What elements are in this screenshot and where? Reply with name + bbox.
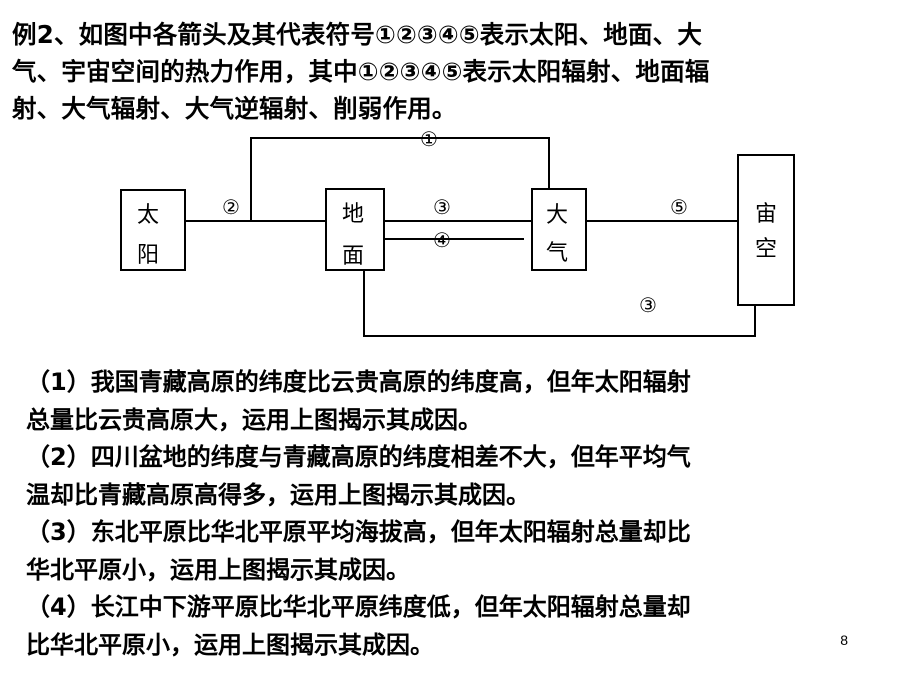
atmosphere-box [531,188,587,271]
question-line: 总量比云贵高原大，运用上图揭示其成因。 [26,405,482,434]
question-line: （1）我国青藏高原的纬度比云贵高原的纬度高，但年太阳辐射 [26,368,691,396]
intro-line: 例2、如图中各箭头及其代表符号①②③④⑤表示太阳、地面、大 [12,20,703,49]
intro-line: 射、大气辐射、大气逆辐射、削弱作用。 [12,94,457,123]
question-line: （2）四川盆地的纬度与青藏高原的纬度相差不大，但年平均气 [26,443,691,471]
intro-line: 气、宇宙空间的热力作用，其中①②③④⑤表示太阳辐射、地面辐 [12,57,710,86]
ground-label-1: 地 [342,202,364,227]
question-line: （3）东北平原比华北平原平均海拔高，但年太阳辐射总量却比 [26,518,691,546]
atmosphere-label-2: 气 [546,241,568,266]
radiation-line-top [250,137,550,221]
label-bottom: ③ [639,293,657,317]
questions-text: （1）我国青藏高原的纬度比云贵高原的纬度高，但年太阳辐射 总量比云贵高原大，运用… [26,364,886,664]
question-line: （4）长江中下游平原比华北平原纬度低，但年太阳辐射总量却 [26,593,691,621]
label-atm-space: ⑤ [670,195,688,219]
label-solar-radiation-top: ① [420,127,438,151]
ground-label-2: 面 [342,244,364,269]
question-line: 华北平原小，运用上图揭示其成因。 [26,555,410,584]
space-box [737,154,795,306]
ground-box [325,188,385,271]
question-line: 比华北平原小，运用上图揭示其成因。 [26,630,434,659]
sun-box [120,189,186,271]
question-line: 温却比青藏高原高得多，运用上图揭示其成因。 [26,480,530,509]
intro-text: 例2、如图中各箭头及其代表符号①②③④⑤表示太阳、地面、大 气、宇宙空间的热力作… [12,16,890,127]
label-ground-atm-lower: ④ [433,228,451,252]
label-ground-atm-upper: ③ [433,195,451,219]
space-label-2: 空 [755,237,777,262]
sun-label-2: 阳 [137,243,159,268]
page-number: 8 [840,632,848,648]
space-label-1: 宙 [755,202,777,227]
radiation-line-bottom [363,270,756,337]
label-sun-ground: ② [222,195,240,219]
atmosphere-label-1: 大 [546,203,568,228]
sun-label-1: 太 [137,203,159,228]
